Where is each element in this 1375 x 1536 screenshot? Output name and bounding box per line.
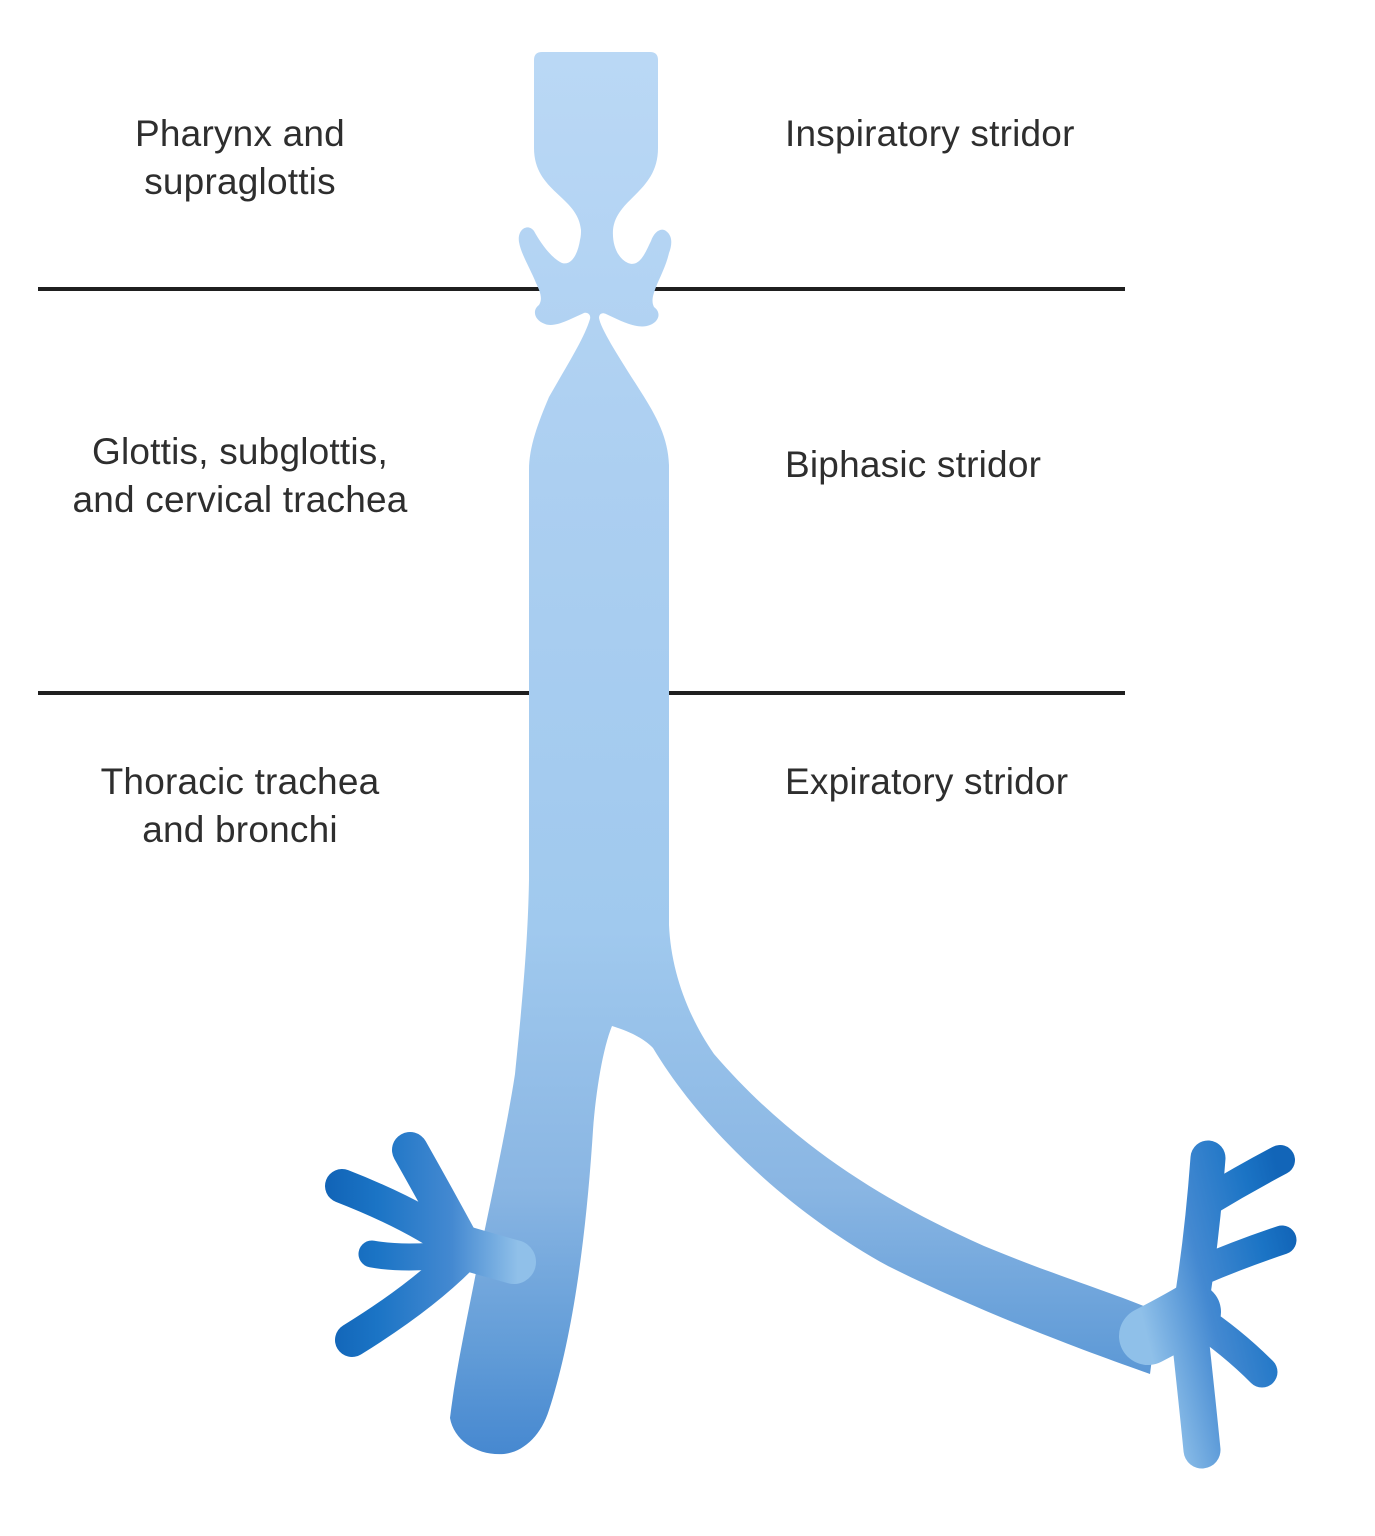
anatomy-label-glottis-subglottis-cervical-trachea: Glottis, subglottis, and cervical trache… <box>72 431 408 520</box>
anatomy-label-pharynx-supraglottis: Pharynx and supraglottis <box>135 113 345 202</box>
right-bronchial-tree <box>1119 1140 1297 1469</box>
left-tree-branch-upper-left <box>325 1169 475 1263</box>
left-bronchial-tree <box>325 1132 536 1357</box>
anatomy-label-thoracic-trachea-bronchi: Thoracic trachea and bronchi <box>100 761 380 850</box>
airway-main-shape <box>450 52 1158 1455</box>
stridor-label-inspiratory: Inspiratory stridor <box>785 113 1075 154</box>
left-tree-branch-lower-left <box>335 1241 477 1357</box>
right-tree-branch-upper-right <box>1191 1145 1295 1217</box>
right-tree-branch-right <box>1183 1225 1297 1287</box>
right-tree-branch-down <box>1169 1299 1221 1469</box>
stridor-label-biphasic: Biphasic stridor <box>785 444 1042 485</box>
stridor-label-expiratory: Expiratory stridor <box>785 761 1069 802</box>
right-tree-branch-up <box>1172 1140 1226 1330</box>
